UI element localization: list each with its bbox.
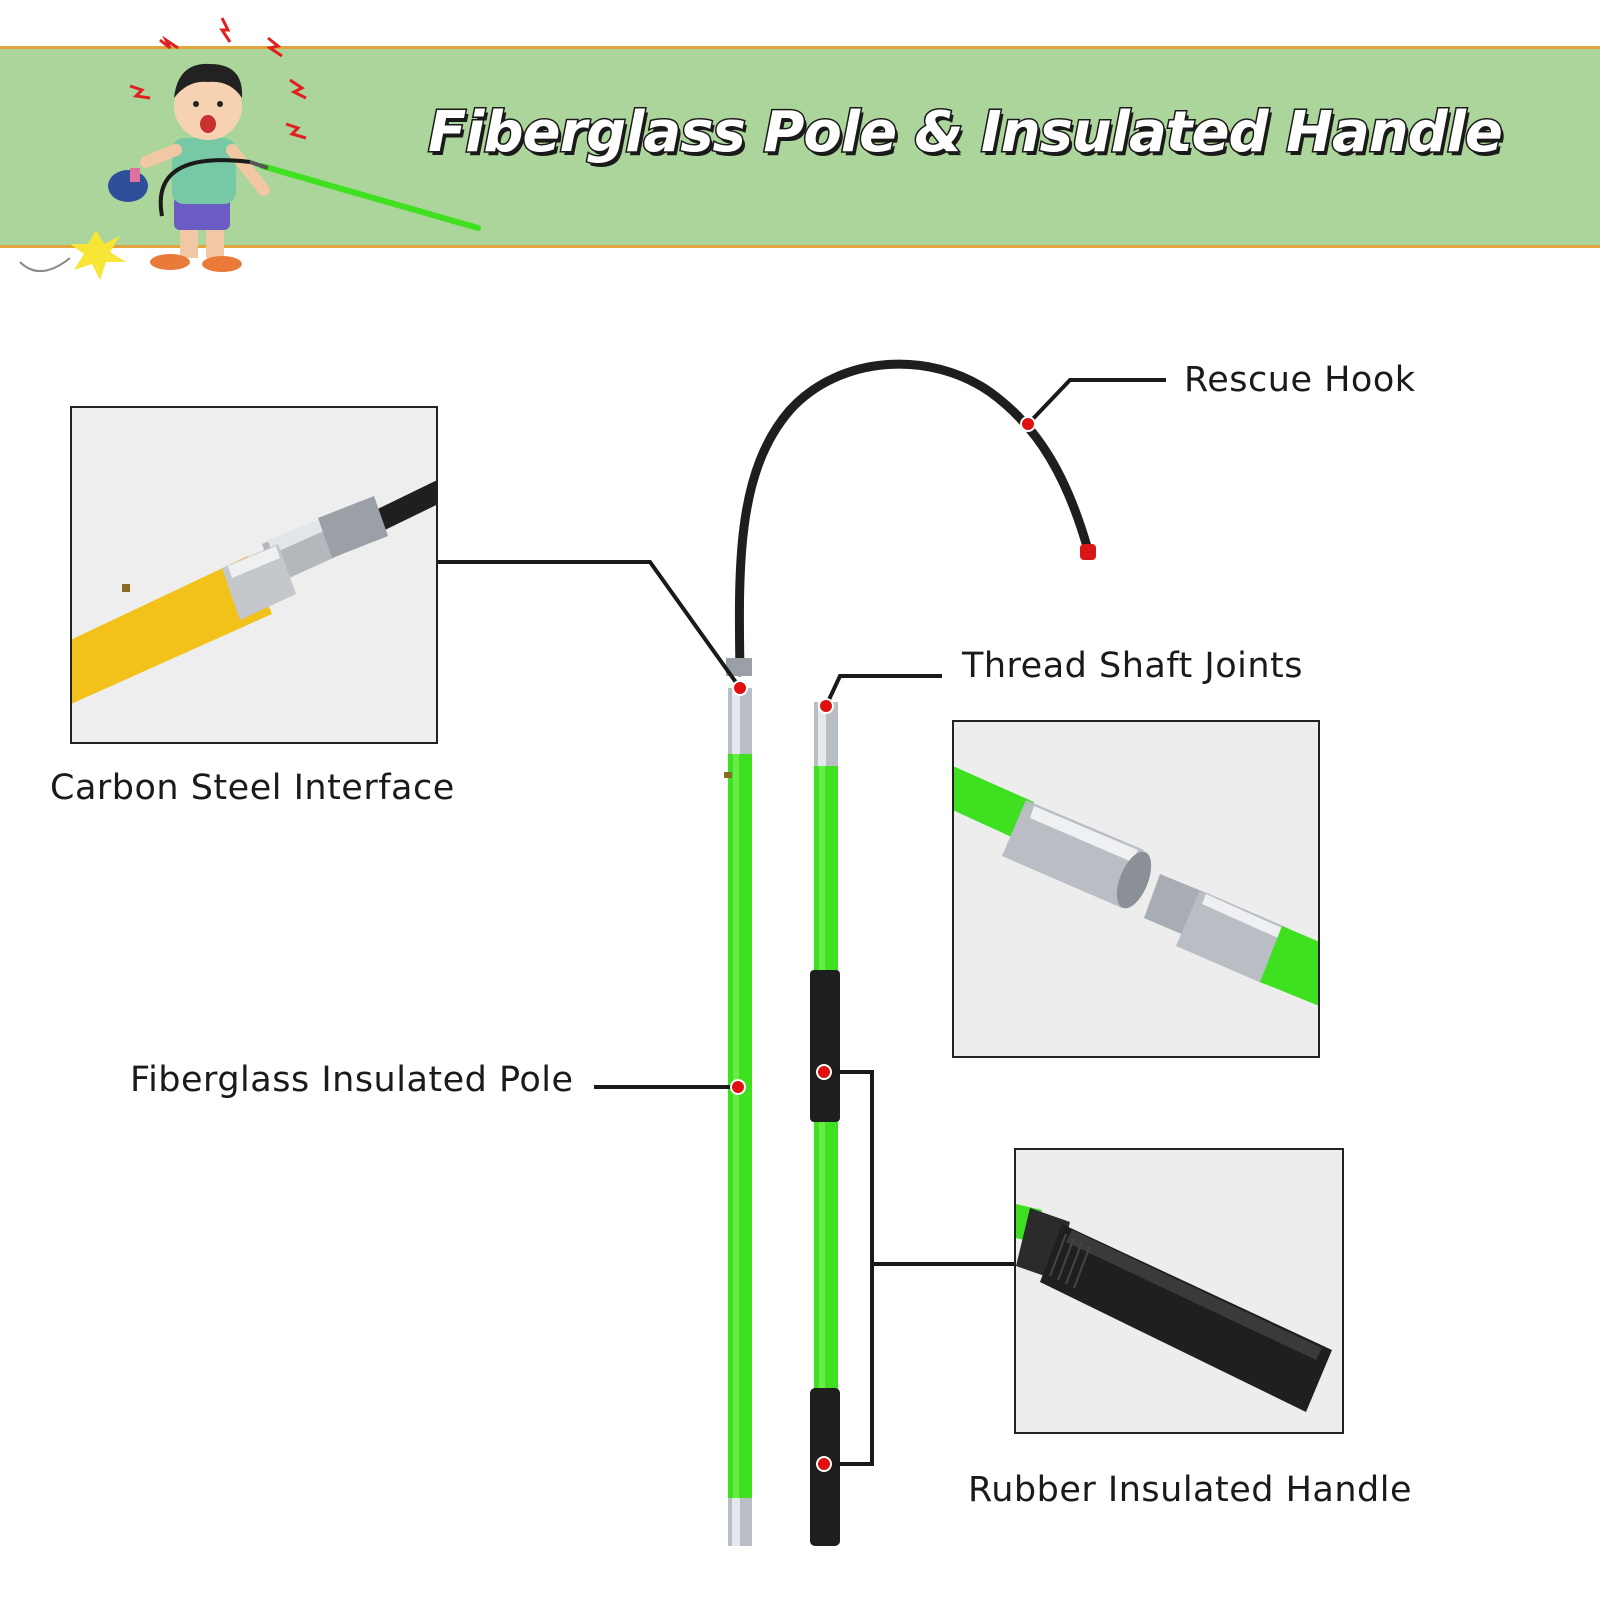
shock-warning-illustration <box>19 17 481 280</box>
marker-rescue-hook <box>1020 416 1036 432</box>
rescue-hook-cable <box>734 359 1093 677</box>
marker-thread-joints <box>818 698 834 714</box>
page-title: Fiberglass Pole & Insulated Handle <box>427 99 1505 167</box>
leader-rubber-handle <box>824 1070 874 1466</box>
label-rescue-hook: Rescue Hook <box>1184 360 1416 400</box>
right-pole-green-upper <box>814 766 838 974</box>
marker-rubber-handle-top <box>816 1064 832 1080</box>
photo-rubber-insulated-handle <box>1014 1148 1344 1434</box>
photo-thread-shaft-joints <box>952 720 1320 1058</box>
left-pole-collar <box>726 658 752 676</box>
label-thread-shaft-joints: Thread Shaft Joints <box>962 646 1304 686</box>
hook-red-tip <box>1080 544 1096 560</box>
right-pole-rubber-grip <box>810 970 840 1122</box>
photo-carbon-steel-interface <box>70 406 438 744</box>
marker-carbon-steel <box>732 680 748 696</box>
left-pole-green-shaft <box>728 754 752 1500</box>
header-banner <box>0 46 1600 248</box>
leader-rescue-hook <box>1026 378 1166 426</box>
leader-thread-joints <box>824 674 942 707</box>
label-rubber-insulated-handle: Rubber Insulated Handle <box>968 1470 1413 1510</box>
label-fiberglass-insulated-pole: Fiberglass Insulated Pole <box>130 1060 574 1100</box>
marker-rubber-handle-bottom <box>816 1456 832 1472</box>
leader-carbon-steel <box>438 560 742 690</box>
right-pole-green-lower <box>814 1122 838 1390</box>
marker-fiberglass-pole <box>730 1079 746 1095</box>
label-carbon-steel-interface: Carbon Steel Interface <box>50 768 455 808</box>
